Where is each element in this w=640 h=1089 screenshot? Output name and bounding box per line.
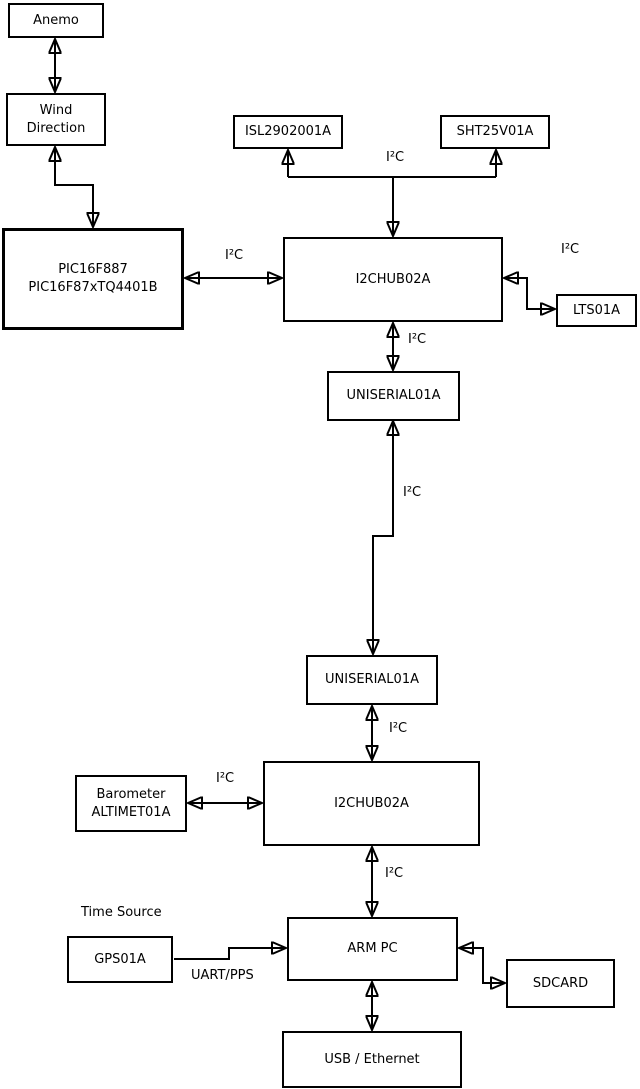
edge-label-i2c-uniserial-link: I²C [403,485,422,500]
edge-label-uart-pps: UART/PPS [191,968,254,983]
node-isl2902001a: ISL2902001A [233,115,343,149]
edge-label-i2c-barometer-hub2: I²C [216,771,235,786]
edge-armpc-sdcard [459,948,505,983]
node-i2chub02a-2-label: I2CHUB02A [334,795,409,811]
node-i2chub02a-1: I2CHUB02A [283,237,503,322]
edge-gps-armpc [174,948,286,960]
node-arm-pc: ARM PC [287,917,458,981]
node-usb-ethernet-label: USB / Ethernet [324,1051,420,1067]
node-anemo: Anemo [8,3,104,38]
node-pic16f887-label: PIC16F887 PIC16F87xTQ4401B [28,262,158,295]
node-uniserial01a-2-label: UNISERIAL01A [325,672,419,688]
annotation-time-source: Time Source [81,905,162,920]
edge-label-i2c-hub1-lts: I²C [561,242,580,257]
node-gps01a-label: GPS01A [94,951,146,967]
node-sdcard-label: SDCARD [532,975,589,991]
node-arm-pc-label: ARM PC [347,941,398,957]
node-i2chub02a-2: I2CHUB02A [263,761,480,846]
edge-wind-direction-pic [55,147,93,227]
node-uniserial01a-1: UNISERIAL01A [327,371,460,421]
node-anemo-label: Anemo [33,12,79,28]
node-usb-ethernet: USB / Ethernet [282,1031,462,1088]
edge-uniserial1-uniserial2 [373,421,393,654]
node-wind-direction: Wind Direction [6,93,106,146]
node-wind-direction-label: Wind Direction [26,102,86,136]
edge-label-i2c-hub2-armpc: I²C [385,866,404,881]
edge-label-i2c-hub1-sensors: I²C [386,150,405,165]
node-lts01a-label: LTS01A [572,302,621,318]
edge-i2chub1-lts [504,278,555,309]
edge-label-i2c-pic-hub1: I²C [225,248,244,263]
node-pic16f887: PIC16F887 PIC16F87xTQ4401B [2,228,184,330]
node-gps01a: GPS01A [67,936,173,983]
edge-label-i2c-uniserial2-hub2: I²C [389,721,408,736]
node-i2chub02a-1-label: I2CHUB02A [355,271,431,287]
node-sht25v01a-label: SHT25V01A [456,124,534,140]
node-isl2902001a-label: ISL2902001A [244,124,332,140]
node-barometer-altimet01a-label: Barometer ALTIMET01A [91,786,171,820]
node-sht25v01a: SHT25V01A [440,115,550,149]
edge-label-i2c-hub1-uniserial1: I²C [408,332,427,347]
node-barometer-altimet01a: Barometer ALTIMET01A [75,775,187,832]
node-sdcard: SDCARD [506,959,615,1008]
node-uniserial01a-1-label: UNISERIAL01A [346,388,441,404]
node-uniserial01a-2: UNISERIAL01A [306,655,438,705]
node-lts01a: LTS01A [556,294,637,327]
